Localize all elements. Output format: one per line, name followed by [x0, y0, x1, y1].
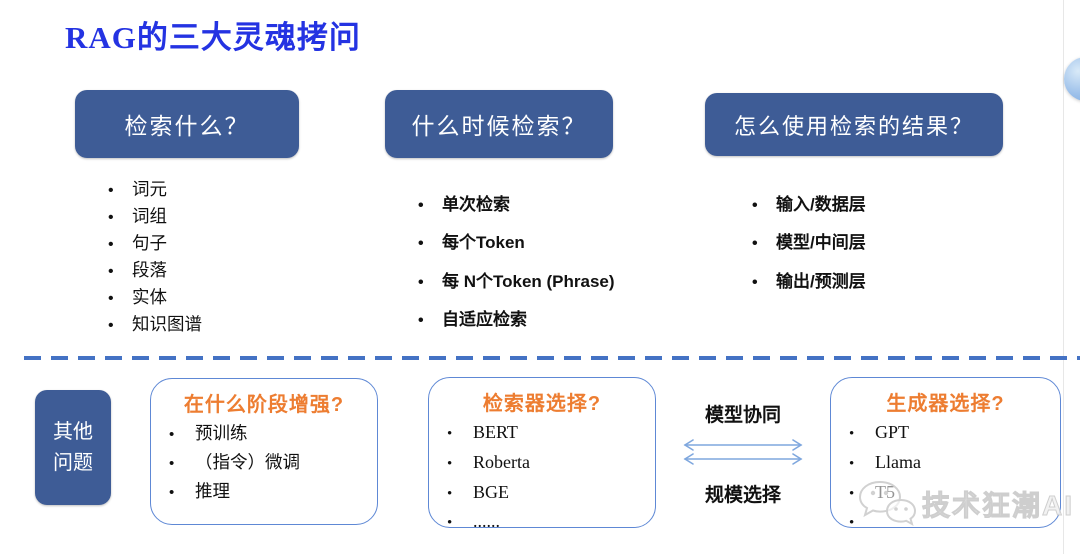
box-header: 检索器选择? [482, 393, 602, 415]
list-item: 句子 [108, 231, 202, 258]
list-item: 输入/数据层 [752, 186, 866, 224]
header-label: 怎么使用检索的结果？ [733, 113, 974, 139]
list-item: 输出/预测层 [752, 263, 866, 301]
list-item [849, 508, 1060, 538]
connector-top-label: 模型协同 [704, 405, 781, 426]
generator-choice-box: 生成器选择? GPT Llama T5 [830, 377, 1061, 528]
dashed-separator [24, 356, 1080, 360]
list-item: 每 N个Token (Phrase) [418, 263, 615, 301]
list-item: 模型/中间层 [752, 224, 866, 262]
list-item: T5 [849, 479, 1060, 509]
generator-choice-list: GPT Llama T5 [849, 419, 1060, 538]
list-item: 词组 [108, 204, 202, 231]
retriever-choice-box: 检索器选择? BERT Roberta BGE ...... [428, 377, 656, 531]
how-to-use-results-list: 输入/数据层 模型/中间层 输出/预测层 [752, 186, 866, 301]
model-connector: 模型协同 规模选择 [676, 400, 810, 510]
list-item: GPT [849, 419, 1060, 449]
other-questions-label: 其他 问题 [35, 390, 111, 505]
list-item: 单次检索 [418, 186, 615, 224]
list-item: 段落 [108, 258, 202, 285]
augmentation-stage-list: 预训练 （指令）微调 推理 [169, 420, 377, 506]
list-item: ...... [447, 508, 655, 538]
header-box-how-to-use-results: 怎么使用检索的结果？ [705, 93, 1003, 156]
list-item: BERT [447, 419, 655, 449]
list-item: 预训练 [169, 420, 377, 449]
floating-circle-button[interactable] [1064, 57, 1080, 101]
header-label: 检索什么？ [124, 113, 250, 139]
list-item: 每个Token [418, 224, 615, 262]
page-edge-divider [1063, 0, 1064, 554]
header-label: 什么时候检索？ [411, 113, 587, 139]
list-item: Llama [849, 449, 1060, 479]
when-to-retrieve-list: 单次检索 每个Token 每 N个Token (Phrase) 自适应检索 [418, 186, 615, 340]
list-item: BGE [447, 479, 655, 509]
double-arrow-icon [683, 439, 803, 465]
list-item: 知识图谱 [108, 312, 202, 339]
list-item: （指令）微调 [169, 449, 377, 478]
augmentation-stage-box: 在什么阶段增强? 预训练 （指令）微调 推理 [150, 378, 378, 525]
box-header: 生成器选择? [886, 393, 1005, 415]
label-line: 问题 [53, 451, 93, 474]
header-box-when-to-retrieve: 什么时候检索？ [385, 90, 613, 158]
list-item: 词元 [108, 177, 202, 204]
connector-bottom-label: 规模选择 [704, 485, 781, 506]
box-header: 在什么阶段增强? [183, 394, 345, 416]
page-title: RAG的三大灵魂拷问 [65, 20, 361, 55]
list-item: 推理 [169, 478, 377, 507]
what-to-retrieve-list: 词元 词组 句子 段落 实体 知识图谱 [108, 177, 202, 338]
list-item: 实体 [108, 285, 202, 312]
header-box-what-to-retrieve: 检索什么？ [75, 90, 299, 158]
list-item: 自适应检索 [418, 301, 615, 339]
label-line: 其他 [53, 420, 93, 443]
retriever-choice-list: BERT Roberta BGE ...... [447, 419, 655, 538]
list-item: Roberta [447, 449, 655, 479]
